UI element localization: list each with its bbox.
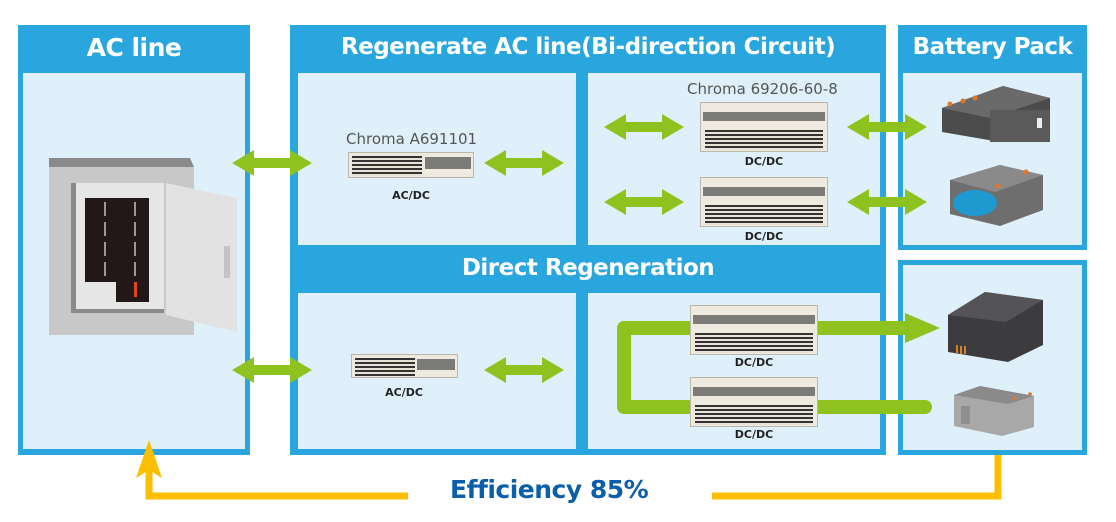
arrow-acline-to-acdc-bottom (232, 357, 312, 383)
dcdc-regen-2-label: DC/DC (744, 230, 784, 243)
efficiency-loop (145, 455, 1002, 500)
acdc-unit-regen (348, 152, 474, 178)
ac-line-title: AC line (86, 33, 182, 62)
dcdc-unit-direct-1 (690, 305, 818, 355)
efficiency-label: Efficiency 85% (450, 475, 649, 504)
arrow-dcdc2-left (604, 189, 684, 215)
arrow-dcdc1-left (604, 114, 684, 140)
dcdc-direct-1-label: DC/DC (734, 356, 774, 369)
acdc-unit-direct (351, 354, 458, 378)
dcdc-model-label: Chroma 69206-60-8 (687, 80, 838, 98)
dcdc-unit-regen-2 (700, 177, 828, 227)
acdc-model-label: Chroma A691101 (346, 130, 478, 148)
dcdc-regen-1-label: DC/DC (744, 155, 784, 168)
acdc-direct-label: AC/DC (385, 386, 423, 399)
battery-round-cell-icon (950, 165, 1043, 226)
arrow-dcdc1-battery (847, 114, 927, 140)
arrow-acdc-to-dcdc-bottom (484, 357, 564, 383)
loop-arrowhead (905, 313, 940, 343)
dcdc-unit-direct-2 (690, 377, 818, 427)
battery-pack-large-icon (942, 86, 1050, 142)
battery-slim-icon (954, 386, 1034, 436)
battery-pack-title: Battery Pack (912, 34, 1073, 60)
dcdc-unit-regen-1 (700, 102, 828, 152)
efficiency-arrowhead (136, 440, 162, 478)
dcdc-direct-2-label: DC/DC (734, 428, 774, 441)
electric-panel-icon (49, 158, 237, 335)
direct-regeneration-title: Direct Regeneration (461, 255, 715, 281)
arrow-dcdc2-battery (847, 189, 927, 215)
battery-module-dark-icon (948, 292, 1043, 362)
regenerate-title: Regenerate AC line(Bi-direction Circuit) (340, 34, 836, 60)
arrow-acline-to-acdc-top (232, 150, 312, 176)
acdc-regen-label: AC/DC (392, 189, 430, 202)
arrow-acdc-to-dcdc-top (484, 150, 564, 176)
